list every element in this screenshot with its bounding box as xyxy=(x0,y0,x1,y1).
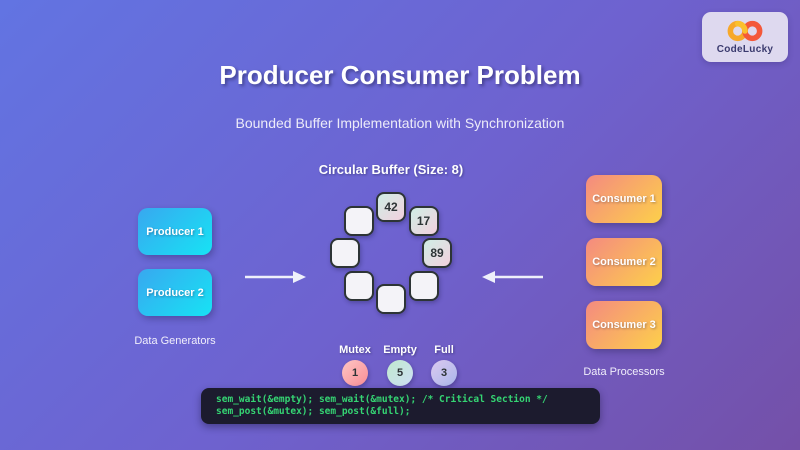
code-line-2: sem_post(&mutex); sem_post(&full); xyxy=(216,405,411,417)
buffer-cell-6 xyxy=(330,238,360,268)
semaphore-mutex-value: 1 xyxy=(342,360,368,386)
consumer-3-box: Consumer 3 xyxy=(586,301,662,349)
consumer-2-box: Consumer 2 xyxy=(586,238,662,286)
producer-1-box: Producer 1 xyxy=(138,208,212,255)
buffer-cell-0: 42 xyxy=(376,192,406,222)
page-subtitle: Bounded Buffer Implementation with Synch… xyxy=(235,115,565,131)
semaphore-full-label: Full xyxy=(434,344,454,356)
buffer-cell-3 xyxy=(408,270,439,301)
infinity-icon xyxy=(724,20,766,42)
buffer-cell-2: 89 xyxy=(422,238,452,268)
codelucky-logo: CodeLucky xyxy=(702,12,788,62)
semaphore-full-value: 3 xyxy=(431,360,457,386)
producer-2-box: Producer 2 xyxy=(138,269,212,316)
semaphore-empty-value: 5 xyxy=(387,360,413,386)
consumer-1-box: Consumer 1 xyxy=(586,175,662,223)
buffer-cell-1: 17 xyxy=(408,205,439,236)
semaphore-mutex-label: Mutex xyxy=(339,344,371,356)
buffer-title: Circular Buffer (Size: 8) xyxy=(318,162,464,177)
buffer-cell-4 xyxy=(376,284,406,314)
page-title: Producer Consumer Problem xyxy=(219,60,581,90)
logo-brand-text: CodeLucky xyxy=(716,43,774,55)
semaphore-empty: Empty 5 xyxy=(373,344,427,386)
code-line-1: sem_wait(&empty); sem_wait(&mutex); /* C… xyxy=(216,394,548,405)
producers-caption: Data Generators xyxy=(134,335,216,347)
buffer-cell-7 xyxy=(343,205,374,236)
buffer-cell-5 xyxy=(343,270,374,301)
buffer-to-consumer-arrow-icon xyxy=(481,269,545,290)
consumers-caption: Data Processors xyxy=(583,366,665,378)
semaphore-mutex: Mutex 1 xyxy=(328,344,382,386)
semaphore-full: Full 3 xyxy=(417,344,471,386)
producer-to-buffer-arrow-icon xyxy=(243,269,307,290)
sync-code-block: sem_wait(&empty); sem_wait(&mutex); /* C… xyxy=(201,388,600,424)
semaphore-empty-label: Empty xyxy=(383,344,417,356)
